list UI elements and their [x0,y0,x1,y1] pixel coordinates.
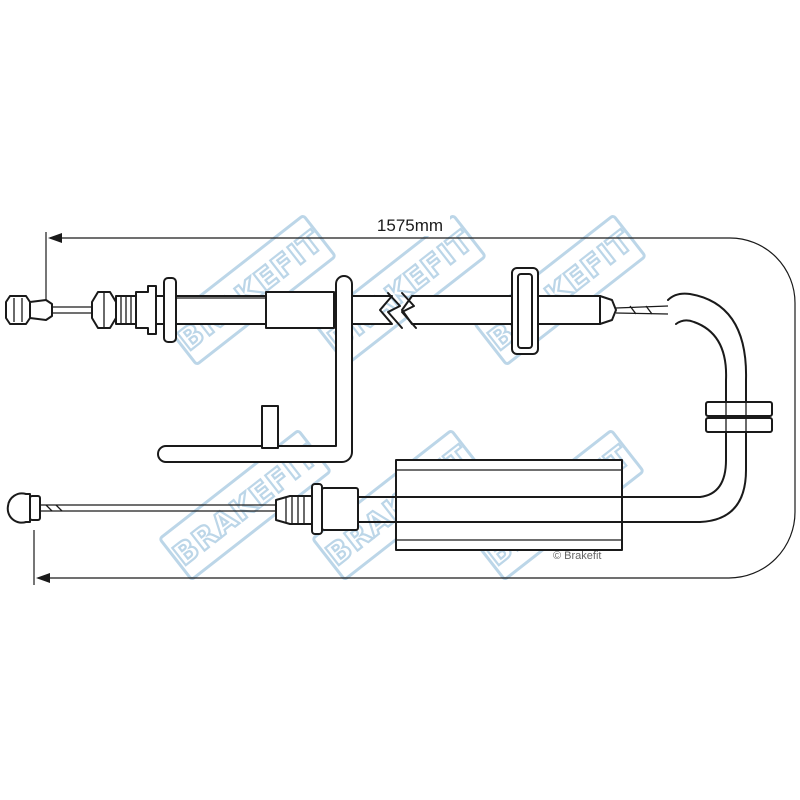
dimension-arrow-bottom [36,573,50,583]
lower-cable [6,449,747,551]
upper-end-nipple [5,295,31,325]
lower-abutment [321,487,359,531]
dimension-arrow-top [48,233,62,243]
protective-sleeve [395,459,623,551]
mounting-bracket [157,275,353,463]
watermark-text: BRAKEFIT [482,224,640,358]
break-mark [387,292,403,329]
outer-sheath-break-right [401,295,515,325]
bend-sheath-inner [675,319,728,451]
abutment-clip [135,285,157,335]
sleeve-clip [705,401,773,417]
abutment-flange [163,277,177,343]
bracket-sleeve [265,291,335,329]
lower-flange [311,483,323,535]
bend-sheath-outer [667,292,748,451]
dimension-label: 1575mm [377,216,443,235]
sheath-end-cap [599,295,617,325]
lower-end-nipple [6,492,31,524]
dimension-line: 1575mm [33,214,796,585]
upper-cable [5,267,773,451]
upper-end-ferrule [29,299,53,321]
copyright-text: © Brakefit [553,550,601,562]
outer-sheath-left [175,295,267,325]
lower-thread-fitting [275,495,313,525]
bracket-tab [261,405,279,449]
